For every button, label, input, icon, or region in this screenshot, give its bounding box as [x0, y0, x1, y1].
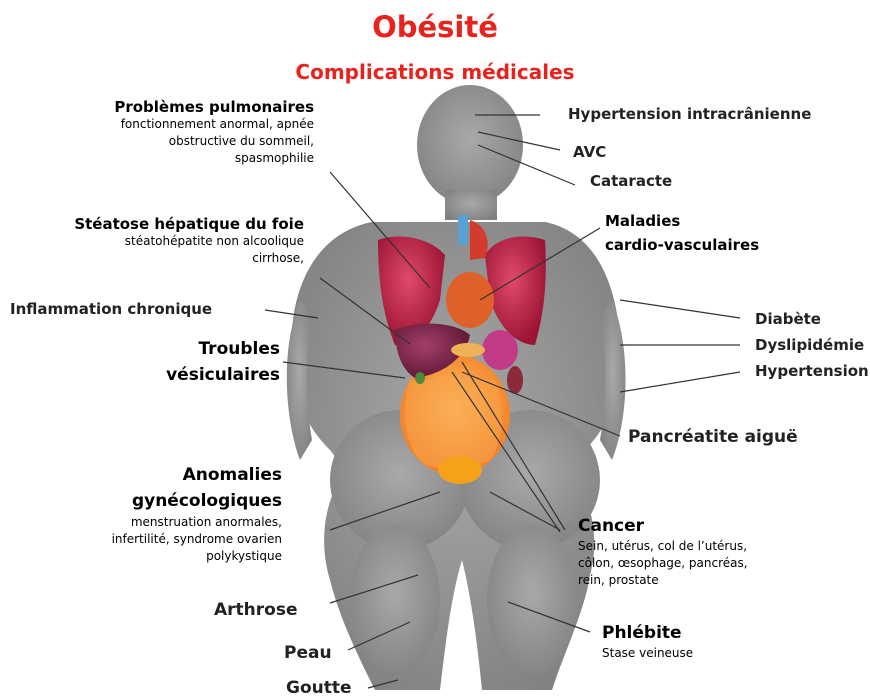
detail: polykystique: [112, 548, 282, 565]
detail: stéatohépatite non alcoolique: [74, 233, 304, 250]
detail: menstruation anormales,: [112, 514, 282, 531]
label-diabete: Diabète: [755, 310, 821, 328]
label-phlebite: Phlébite Stase veineuse: [602, 621, 693, 662]
detail: Stase veineuse: [602, 645, 693, 662]
heading-line: Troubles: [166, 336, 280, 362]
label-troubles: Troubles vésiculaires: [166, 336, 280, 388]
page-subtitle: Complications médicales: [0, 60, 870, 84]
heading-line: gynécologiques: [112, 488, 282, 514]
heading-line: Anomalies: [112, 462, 282, 488]
page-title: Obésité: [0, 10, 870, 44]
heading: Cancer: [578, 514, 748, 538]
label-goutte: Goutte: [286, 678, 352, 698]
heading-line: cardio-vasculaires: [605, 233, 759, 257]
heading: Problèmes pulmonaires: [114, 98, 314, 116]
label-hypertension-intracranienne: Hypertension intracrânienne: [568, 105, 811, 123]
label-hypertension: Hypertension: [755, 362, 869, 380]
heading-line: Maladies: [605, 209, 759, 233]
label-cardio: Maladies cardio-vasculaires: [605, 209, 759, 257]
detail: rein, prostate: [578, 572, 748, 589]
label-peau: Peau: [284, 643, 332, 663]
label-pancreatite: Pancréatite aiguë: [628, 427, 798, 447]
heading: Phlébite: [602, 621, 693, 645]
label-arthrose: Arthrose: [214, 600, 297, 620]
label-gyneco: Anomalies gynécologiques menstruation an…: [112, 462, 282, 565]
heading-line: vésiculaires: [166, 362, 280, 388]
label-cancer: Cancer Sein, utérus, col de l’utérus, cô…: [578, 514, 748, 589]
detail: obstructive du sommeil,: [114, 133, 314, 150]
detail: fonctionnement anormal, apnée: [114, 116, 314, 133]
label-avc: AVC: [573, 143, 606, 161]
label-steatose: Stéatose hépatique du foie stéatohépatit…: [74, 215, 304, 267]
label-cataracte: Cataracte: [590, 172, 672, 190]
label-dyslipidemie: Dyslipidémie: [755, 336, 864, 354]
label-inflammation: Inflammation chronique: [10, 300, 212, 318]
detail: côlon, œsophage, pancréas,: [578, 555, 748, 572]
detail: spasmophilie: [114, 150, 314, 167]
label-pulmonaires: Problèmes pulmonaires fonctionnement ano…: [114, 98, 314, 167]
detail: Sein, utérus, col de l’utérus,: [578, 538, 748, 555]
detail: cirrhose,: [74, 250, 304, 267]
heading: Stéatose hépatique du foie: [74, 215, 304, 233]
detail: infertilité, syndrome ovarien: [112, 531, 282, 548]
